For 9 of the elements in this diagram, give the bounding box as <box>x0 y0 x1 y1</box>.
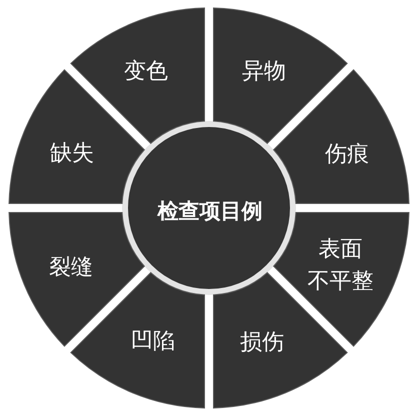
segment-label: 凹陷 <box>131 328 175 356</box>
segment-label: 损伤 <box>240 329 284 357</box>
segment-label: 表面不平整 <box>308 236 374 296</box>
segment-label: 裂缝 <box>49 254 93 282</box>
segment-label: 伤痕 <box>325 141 369 169</box>
segment-label: 变色 <box>124 58 168 86</box>
hub-label: 检查项目例 <box>158 198 262 225</box>
segment-label: 缺失 <box>50 140 94 168</box>
segment-label: 异物 <box>242 58 286 86</box>
